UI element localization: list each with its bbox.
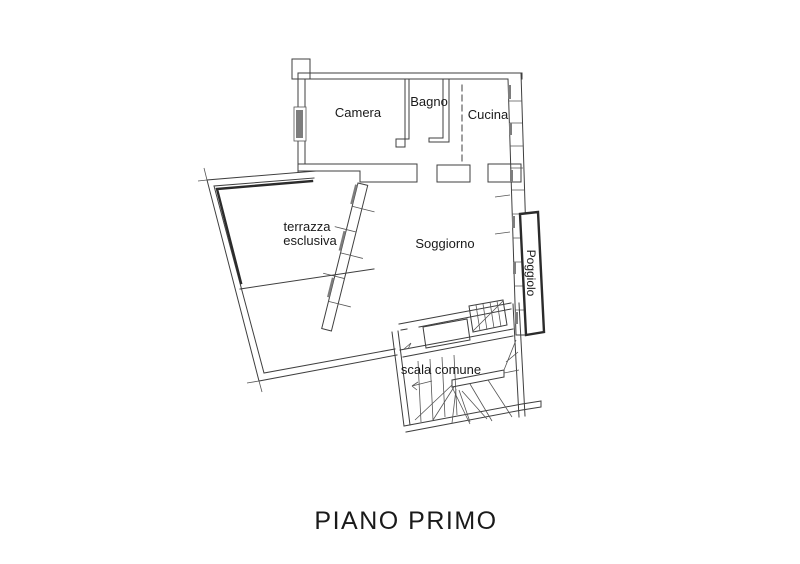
pilaster [291, 58, 311, 80]
room-label-terrazza-line2: esclusiva [283, 233, 337, 248]
room-label-terrazza-line1: terrazza [284, 219, 332, 234]
stair-block [391, 299, 542, 433]
winder-stair-treads [403, 339, 520, 425]
upper-apartment-walls [291, 58, 523, 183]
room-label-bagno: Bagno [410, 94, 448, 109]
room-label-scala-comune: scala comune [401, 362, 481, 377]
soggiorno-terrace-wall [321, 182, 375, 332]
drawing-title: PIANO PRIMO [314, 507, 497, 535]
terrace-walls [197, 167, 398, 393]
room-labels: Camera Bagno Cucina terrazza esclusiva S… [283, 94, 538, 377]
room-label-camera: Camera [335, 105, 382, 120]
room-label-cucina: Cucina [468, 107, 509, 122]
stair-landing [422, 318, 471, 349]
room-label-soggiorno: Soggiorno [415, 236, 474, 251]
poggiolo-balcony [518, 210, 546, 337]
stair-direction-arrow [411, 380, 433, 391]
room-label-poggiolo: Poggiolo [524, 250, 538, 297]
